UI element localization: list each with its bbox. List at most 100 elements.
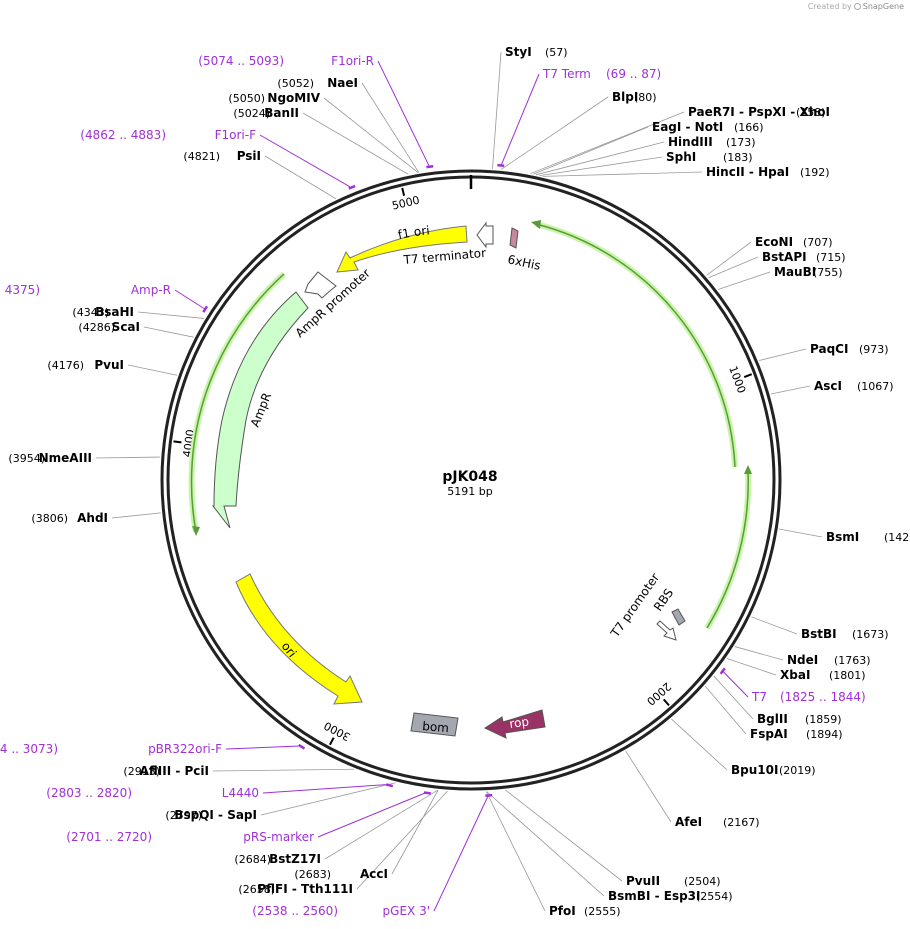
enzyme-site-psii[interactable]: PsiI(4821) [183, 149, 261, 163]
ori-feature[interactable] [235, 573, 363, 705]
enzyme-name: BsmI [826, 530, 859, 544]
primer-leader-f1ori-f [259, 134, 353, 189]
enzyme-position: (2684) [234, 853, 271, 866]
tick-label-2000: 2000 [644, 680, 674, 708]
enzyme-site-fspai[interactable]: FspAI(1894) [750, 727, 843, 741]
enzyme-site-bspqi-sapi[interactable]: BspQI - SapI(2797) [165, 808, 257, 822]
enzyme-site-bpu10i[interactable]: Bpu10I(2019) [731, 763, 816, 777]
bom-label: bom [422, 719, 450, 735]
leader-paer7i-pspxi-xhoi [530, 111, 685, 175]
enzyme-position: (158) [796, 106, 826, 119]
t7-promoter-feature[interactable] [656, 620, 677, 641]
enzyme-site-naei[interactable]: NaeI(5052) [277, 76, 358, 90]
enzyme-site-banii[interactable]: BanII(5024) [233, 106, 299, 120]
primer-t7-term[interactable]: T7 Term(69 .. 87) [542, 67, 661, 81]
enzyme-name: PaeR7I - PspXI - XhoI [688, 105, 830, 119]
primer-f1ori-f[interactable]: F1ori-F(4862 .. 4883) [80, 128, 256, 142]
primer-l4440[interactable]: L4440 (2803 .. 2820) [46, 786, 259, 800]
leader-ahdi [111, 512, 161, 519]
leader-bsahi [137, 311, 205, 319]
primer-name: L4440 [222, 786, 259, 800]
rbs-feature[interactable] [671, 608, 686, 626]
enzyme-name: PaqCI [810, 342, 848, 356]
enzyme-site-scai[interactable]: ScaI(4286) [78, 320, 140, 334]
enzyme-site-acci[interactable]: AccI(2683) [294, 867, 388, 881]
enzyme-name: PsiI [237, 149, 261, 163]
primer-prs-marker[interactable]: pRS-marker(2701 .. 2720) [66, 830, 314, 844]
enzyme-site-paqci[interactable]: PaqCI (973) [810, 342, 889, 356]
primer-range: (2803 .. 2820) [46, 786, 132, 800]
enzyme-site-bsahi[interactable]: BsaHI(4343) [72, 305, 134, 319]
enzyme-name: MauBI [774, 265, 816, 279]
enzyme-site-bstbi[interactable]: BstBI(1673) [801, 627, 889, 641]
primer-pgex-3[interactable]: pGEX 3'(2538 .. 2560) [252, 904, 430, 918]
enzyme-site-bglii[interactable]: BglII(1859) [757, 712, 842, 726]
enzyme-site-ngomiv[interactable]: NgoMIV(5050) [228, 91, 320, 105]
enzyme-name: BstAPI [762, 250, 807, 264]
enzyme-position: (973) [859, 343, 889, 356]
primer-amp-r[interactable]: Amp-R(4356 .. 4375) [0, 283, 171, 297]
enzyme-site-maubi[interactable]: MauBI(755) [774, 265, 843, 279]
primer-t7[interactable]: T7(1825 .. 1844) [751, 690, 866, 704]
primer-name: Amp-R [131, 283, 171, 297]
enzyme-site-paer7i-pspxi-xhoi[interactable]: PaeR7I - PspXI - XhoI(158) [688, 105, 830, 119]
enzyme-site-asci[interactable]: AscI(1067) [814, 379, 894, 393]
enzyme-site-afei[interactable]: AfeI(2167) [675, 815, 760, 829]
enzyme-site-hincii-hpai[interactable]: HincII - HpaI(192) [706, 165, 830, 179]
t7-terminator-label: T7 terminator [402, 246, 487, 267]
f1-ori-feature[interactable] [336, 225, 468, 273]
primer-name: T7 [751, 690, 767, 704]
enzyme-site-afliii-pcii[interactable]: AflIII - PciI(2913) [123, 764, 209, 778]
6xhis-feature[interactable] [509, 227, 519, 249]
enzyme-site-sphi[interactable]: SphI(183) [666, 150, 753, 164]
enzyme-name: PvuI [94, 358, 124, 372]
enzyme-position: (2913) [123, 765, 160, 778]
leader-eagi-noti [533, 126, 649, 175]
primer-f1ori-r[interactable]: F1ori-R(5074 .. 5093) [198, 54, 374, 68]
enzyme-site-eagi-noti[interactable]: EagI - NotI(166) [652, 120, 764, 134]
enzyme-site-ndei[interactable]: NdeI(1763) [787, 653, 871, 667]
enzyme-site-pvui[interactable]: PvuI(4176) [47, 358, 124, 372]
enzyme-name: BglII [757, 712, 788, 726]
enzyme-position: (3954) [8, 452, 45, 465]
enzyme-site-bsmbi-esp3i[interactable]: BsmBI - Esp3I(2554) [608, 889, 733, 903]
ampr-promoter-feature[interactable] [304, 271, 337, 299]
enzyme-name: HindIII [668, 135, 713, 149]
enzyme-site-hindiii[interactable]: HindIII(173) [668, 135, 756, 149]
primer-pbr322ori-f[interactable]: pBR322ori-F(3054 .. 3073) [0, 742, 222, 756]
primer-bar-l4440 [385, 783, 394, 788]
enzyme-name: FspAI [750, 727, 788, 741]
tick-mark-1000 [743, 373, 753, 378]
enzyme-site-blpi[interactable]: BlpI(80) [612, 90, 657, 104]
enzyme-site-xbai[interactable]: XbaI(1801) [780, 668, 866, 682]
leader-pfoi [485, 791, 546, 912]
enzyme-site-nmeaiii[interactable]: NmeAIII(3954) [8, 451, 92, 465]
ampr-feature[interactable] [211, 291, 309, 529]
enzyme-position: (166) [734, 121, 764, 134]
enzyme-position: (5052) [277, 77, 314, 90]
orf-arcs [188, 220, 752, 630]
enzyme-name: BspQI - SapI [174, 808, 257, 822]
orf-arc-3-arrow-icon [192, 526, 200, 536]
tick-mark-4000 [173, 440, 182, 444]
rop-feature[interactable] [483, 709, 546, 739]
t7-terminator-feature[interactable] [476, 221, 494, 249]
enzyme-site-bstz17i[interactable]: BstZ17I(2684) [234, 852, 321, 866]
enzyme-site-bsmi[interactable]: BsmI(1428) [826, 530, 910, 544]
enzyme-site-econi[interactable]: EcoNI(707) [755, 235, 833, 249]
plasmid-name: pJK048 [442, 469, 497, 485]
enzyme-site-pfoi[interactable]: PfoI(2555) [549, 904, 621, 918]
primer-bar-f1ori-r [426, 165, 434, 169]
enzyme-site-pvuii[interactable]: PvuII(2504) [626, 874, 721, 888]
leader-blpi [500, 96, 609, 170]
enzyme-position: (1673) [852, 628, 889, 641]
enzyme-position: (5024) [233, 107, 270, 120]
enzyme-site-styi[interactable]: StyI(57) [505, 45, 568, 59]
bom-feature[interactable] [410, 712, 459, 737]
orf-arc-1-line [535, 223, 736, 468]
primer-bar-t7-term [497, 163, 505, 167]
enzyme-site-ahdi[interactable]: AhdI(3806) [31, 511, 108, 525]
enzyme-site-bstapi[interactable]: BstAPI(715) [762, 250, 846, 264]
enzyme-site-pflfi-tth111i[interactable]: PflFI - Tth111I(2658) [238, 882, 353, 896]
